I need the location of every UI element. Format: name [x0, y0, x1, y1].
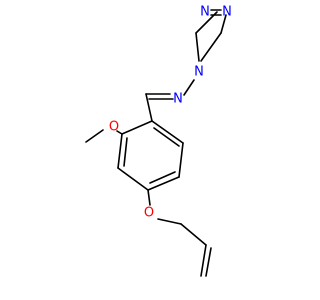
bond-ar-2 [178, 142, 184, 178]
bond-ar-3-inner [149, 171, 176, 184]
atom-ether-o-label: O [144, 206, 154, 221]
bond-ch-ch2 [200, 244, 207, 277]
bond-ch2-ch [180, 223, 207, 246]
bond-c3-n4 [195, 32, 200, 62]
benzene-ring [117, 120, 184, 191]
atom-n1-label: N [200, 5, 210, 20]
bond-ch-ch2-double [205, 247, 212, 277]
bond-ar-5 [117, 133, 123, 169]
atom-n2-label: N [222, 5, 232, 20]
bond-n4-nimine [183, 79, 195, 96]
bond-ring-omethoxy [116, 130, 123, 135]
bond-ar-6 [121, 120, 153, 135]
bond-ch-ring [145, 93, 153, 122]
bond-c5-n1 [220, 14, 227, 34]
bond-ring-oether [147, 189, 151, 206]
atom-methoxy-o-label: O [109, 120, 119, 135]
bond-ar-3 [147, 176, 180, 191]
atom-n4-label: N [194, 65, 204, 80]
bond-oether-ch2 [157, 218, 182, 225]
molecule-structure-diagram: N N N N O O [85, 5, 232, 277]
bond-ar-1 [151, 120, 184, 144]
bond-ar-1-inner [153, 127, 180, 147]
bond-n4-c5 [200, 32, 222, 62]
bond-ar-5-inner [123, 137, 128, 167]
bond-omethoxy-ch3 [85, 129, 104, 143]
triazole-ring [195, 9, 227, 62]
bond-ar-4 [117, 167, 149, 191]
atom-imine-n-label: N [173, 92, 183, 107]
